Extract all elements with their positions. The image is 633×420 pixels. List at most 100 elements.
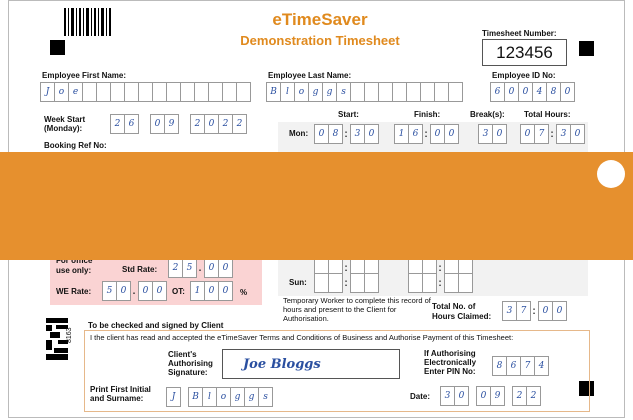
- char-box[interactable]: 0: [570, 124, 585, 144]
- char-box[interactable]: [194, 82, 209, 102]
- char-box[interactable]: [180, 82, 195, 102]
- char-box[interactable]: s: [258, 387, 273, 407]
- char-box[interactable]: 2: [232, 114, 247, 134]
- char-box[interactable]: B: [266, 82, 281, 102]
- char-box[interactable]: [364, 82, 379, 102]
- char-box[interactable]: 6: [408, 124, 423, 144]
- char-box[interactable]: 0: [364, 124, 379, 144]
- char-box[interactable]: 0: [538, 301, 553, 321]
- char-box[interactable]: e: [68, 82, 83, 102]
- char-box[interactable]: [166, 82, 181, 102]
- char-box[interactable]: 0: [518, 82, 533, 102]
- char-box[interactable]: 0: [504, 82, 519, 102]
- char-box[interactable]: 6: [124, 114, 139, 134]
- char-box[interactable]: 9: [164, 114, 179, 134]
- char-box[interactable]: 0: [138, 281, 153, 301]
- char-box[interactable]: J: [166, 387, 181, 407]
- char-box[interactable]: [328, 273, 343, 293]
- char-box[interactable]: 6: [506, 356, 521, 376]
- char-box[interactable]: [406, 82, 421, 102]
- char-box[interactable]: 7: [520, 356, 535, 376]
- char-box[interactable]: 0: [444, 124, 459, 144]
- char-box[interactable]: [448, 82, 463, 102]
- char-box[interactable]: [434, 82, 449, 102]
- char-box[interactable]: s: [336, 82, 351, 102]
- char-box[interactable]: 0: [152, 281, 167, 301]
- char-box[interactable]: [96, 82, 111, 102]
- char-box[interactable]: 2: [218, 114, 233, 134]
- char-box[interactable]: 0: [204, 258, 219, 278]
- char-box[interactable]: 9: [490, 386, 505, 406]
- char-box[interactable]: g: [322, 82, 337, 102]
- char-box[interactable]: [110, 82, 125, 102]
- char-box[interactable]: 0: [552, 301, 567, 321]
- char-box[interactable]: o: [54, 82, 69, 102]
- char-box[interactable]: l: [280, 82, 295, 102]
- char-box[interactable]: [458, 273, 473, 293]
- char-box[interactable]: [124, 82, 139, 102]
- char-box[interactable]: 7: [534, 124, 549, 144]
- char-box[interactable]: [378, 82, 393, 102]
- char-box[interactable]: [420, 82, 435, 102]
- char-box[interactable]: [422, 273, 437, 293]
- char-box[interactable]: 3: [440, 386, 455, 406]
- char-box[interactable]: [408, 273, 423, 293]
- char-box[interactable]: 0: [218, 281, 233, 301]
- char-box[interactable]: [208, 82, 223, 102]
- signature-field[interactable]: Joe Bloggs: [222, 349, 400, 379]
- char-box[interactable]: 8: [328, 124, 343, 144]
- char-box[interactable]: o: [294, 82, 309, 102]
- char-box[interactable]: 0: [218, 258, 233, 278]
- char-box[interactable]: [222, 82, 237, 102]
- char-box[interactable]: [350, 82, 365, 102]
- char-box[interactable]: [236, 82, 251, 102]
- char-box[interactable]: [444, 273, 459, 293]
- char-box[interactable]: o: [216, 387, 231, 407]
- char-box[interactable]: 4: [534, 356, 549, 376]
- char-box[interactable]: [350, 273, 365, 293]
- char-box[interactable]: 8: [492, 356, 507, 376]
- char-box[interactable]: [392, 82, 407, 102]
- char-box[interactable]: 1: [394, 124, 409, 144]
- char-box[interactable]: 3: [478, 124, 493, 144]
- char-box[interactable]: J: [40, 82, 55, 102]
- char-box[interactable]: 5: [102, 281, 117, 301]
- char-box[interactable]: [152, 82, 167, 102]
- char-box[interactable]: [82, 82, 97, 102]
- char-box[interactable]: 2: [168, 258, 183, 278]
- char-box[interactable]: l: [202, 387, 217, 407]
- char-box[interactable]: 0: [204, 114, 219, 134]
- char-box[interactable]: 0: [492, 124, 507, 144]
- char-box[interactable]: 3: [350, 124, 365, 144]
- char-box[interactable]: 2: [190, 114, 205, 134]
- char-box[interactable]: 6: [490, 82, 505, 102]
- char-box[interactable]: 3: [556, 124, 571, 144]
- char-box[interactable]: 0: [454, 386, 469, 406]
- char-box[interactable]: B: [188, 387, 203, 407]
- char-box[interactable]: [314, 273, 329, 293]
- char-box[interactable]: 0: [116, 281, 131, 301]
- char-box[interactable]: 1: [190, 281, 205, 301]
- char-box[interactable]: g: [308, 82, 323, 102]
- char-box[interactable]: 3: [502, 301, 517, 321]
- char-box[interactable]: 5: [182, 258, 197, 278]
- char-box[interactable]: 2: [512, 386, 527, 406]
- char-box[interactable]: 0: [520, 124, 535, 144]
- char-box[interactable]: 0: [204, 281, 219, 301]
- char-box[interactable]: g: [230, 387, 245, 407]
- char-box[interactable]: 4: [532, 82, 547, 102]
